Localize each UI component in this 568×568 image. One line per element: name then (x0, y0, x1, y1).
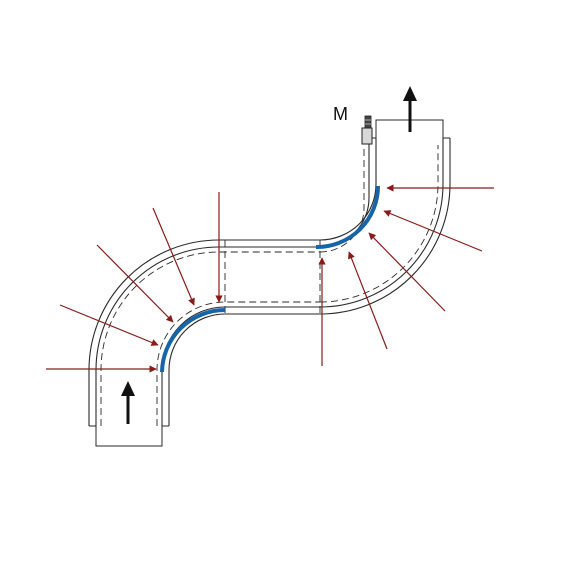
outlet-flow-arrow (403, 86, 417, 132)
inlet-flow-arrow (121, 381, 135, 424)
highlight-lower-bend (160, 308, 226, 373)
force-arrow-7 (348, 251, 388, 350)
force-arrow-8 (368, 232, 446, 312)
inlet-frame (89, 375, 169, 447)
force-arrow-2 (59, 304, 159, 346)
pipe-dashed-lines (100, 145, 439, 426)
force-arrow-4 (152, 207, 195, 306)
highlight-upper-bend (315, 185, 380, 250)
pipe-wall-thickness (95, 138, 444, 426)
force-arrow-3 (96, 244, 174, 323)
valve-label: M (333, 104, 348, 124)
pipe-outer-wall (88, 138, 377, 426)
force-arrow-9 (383, 210, 483, 252)
pipe-inner-wall (168, 138, 451, 426)
valve-fitting (361, 115, 373, 145)
force-arrows (46, 184, 494, 373)
